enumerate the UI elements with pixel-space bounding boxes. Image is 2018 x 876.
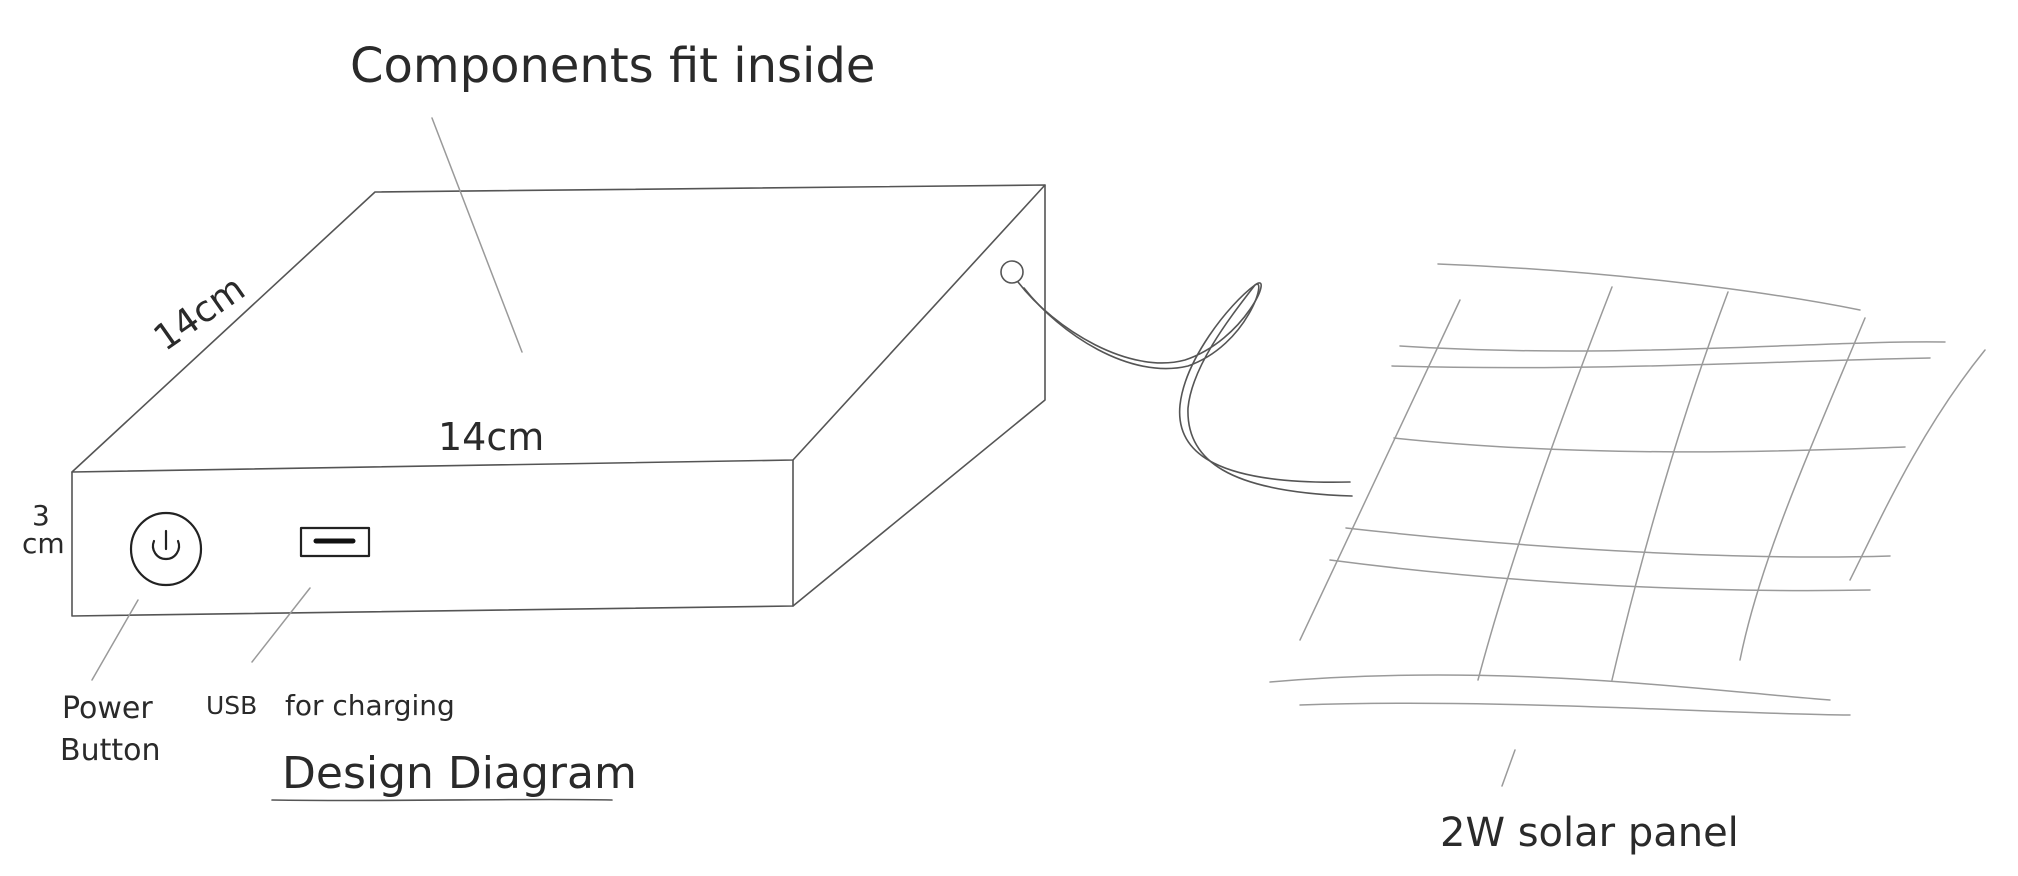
charging-cable bbox=[1018, 282, 1350, 482]
title-underline bbox=[272, 799, 612, 800]
solar-panel-label: 2W solar panel bbox=[1440, 810, 1739, 856]
panel-bottom-line-2 bbox=[1300, 703, 1850, 715]
panel-bottom-line-1 bbox=[1270, 675, 1830, 700]
solar-panel bbox=[1270, 264, 1985, 715]
panel-column-line-5 bbox=[1850, 350, 1985, 580]
panel-row-line-1 bbox=[1400, 342, 1945, 351]
power-leader-line bbox=[92, 600, 138, 680]
power-label: Power bbox=[62, 691, 153, 726]
power-icon bbox=[153, 531, 179, 559]
components-label: Components fit inside bbox=[350, 38, 875, 94]
height-dimension-unit: cm bbox=[22, 527, 65, 560]
panel-column-line-2 bbox=[1478, 287, 1612, 680]
panel-row-line-2 bbox=[1392, 358, 1930, 368]
charging-cable-second-strand bbox=[1024, 284, 1352, 496]
panel-column-line-1 bbox=[1300, 300, 1460, 640]
usb-leader-line bbox=[252, 588, 310, 662]
button-label: Button bbox=[60, 733, 161, 768]
usb-label: USB bbox=[206, 691, 257, 720]
depth-dimension-label: 14cm bbox=[147, 268, 253, 359]
usb-port bbox=[301, 528, 369, 556]
box-side-face bbox=[793, 185, 1045, 606]
panel-edge-top bbox=[1438, 264, 1860, 310]
box-top-face bbox=[72, 185, 1045, 472]
panel-row-line-5 bbox=[1330, 560, 1870, 591]
panel-row-line-3 bbox=[1394, 438, 1905, 452]
components-leader-line bbox=[432, 118, 522, 352]
cable-port bbox=[1001, 261, 1023, 283]
panel-leader-line bbox=[1502, 750, 1515, 786]
enclosure-box bbox=[72, 185, 1045, 616]
panel-column-line-4 bbox=[1740, 318, 1865, 660]
power-button bbox=[131, 513, 201, 585]
panel-row-line-4 bbox=[1346, 528, 1890, 557]
box-front-face bbox=[72, 460, 793, 616]
charging-label: for charging bbox=[285, 689, 455, 722]
diagram-title: Design Diagram bbox=[282, 748, 637, 799]
width-dimension-label: 14cm bbox=[438, 415, 544, 459]
